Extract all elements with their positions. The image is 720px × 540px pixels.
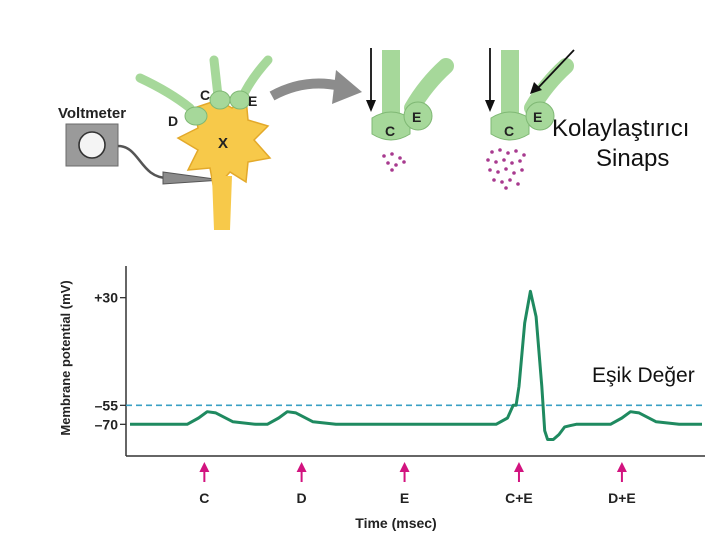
neuron-label-x: X (218, 135, 228, 152)
terminal-c-panel1-label: C (385, 123, 395, 139)
y-axis-title: Membrane potential (mV) (58, 280, 73, 435)
terminal-c-panel2 (490, 111, 530, 141)
stimulus-arrow-head (199, 462, 210, 472)
stimulus-label: C (199, 490, 209, 506)
neuron-x-axon (212, 176, 232, 230)
facilitation-title-line2: Sinaps (596, 145, 670, 172)
terminal-c-panel1 (371, 111, 411, 141)
electrode-tip (162, 171, 223, 185)
facilitation-title-line1: Kolaylaştırıcı (552, 115, 690, 142)
facilitation-callout: Kolaylaştırıcı Sinaps (552, 114, 720, 174)
transition-arrow (269, 78, 342, 101)
terminal-e-panel1-label: E (412, 109, 421, 125)
vesicles-panel1 (382, 152, 406, 172)
vesicles-panel2 (486, 148, 526, 190)
neuron-label-c: C (200, 87, 210, 103)
stimulus-arrow-head (513, 462, 524, 472)
y-tick-label: –70 (95, 416, 119, 432)
terminal-e-panel1 (403, 101, 433, 131)
terminal-c (209, 90, 231, 110)
neuron-label-d: D (168, 113, 178, 129)
stimulus-label: D (297, 490, 307, 506)
y-tick-label: +30 (94, 290, 118, 306)
y-tick-group: +30 –55 –70 (94, 290, 126, 432)
synapse-panel-2: C E (485, 48, 575, 190)
terminal-e (229, 90, 251, 110)
stimulus-arrow-panel2-e-head (530, 82, 542, 94)
stimulus-arrow-panel1-head (366, 100, 376, 112)
transition-arrow-head (332, 70, 362, 104)
membrane-potential-trace (130, 289, 702, 441)
y-tick-label: –55 (95, 397, 119, 413)
stimulus-label: C+E (505, 490, 533, 506)
terminal-e-panel2 (525, 101, 555, 131)
stimulus-label: D+E (608, 490, 636, 506)
axon-d (135, 73, 195, 113)
neuron-label-e: E (248, 93, 257, 109)
voltmeter-dial (78, 131, 106, 159)
axon-c-panel2 (501, 50, 519, 118)
terminal-c-panel2-label: C (504, 123, 514, 139)
voltmeter-label: Voltmeter (58, 105, 126, 122)
stimulus-arrow-head (399, 462, 410, 472)
terminal-d (184, 106, 208, 126)
electrode-wire (117, 144, 169, 180)
stimulus-arrow-head (296, 462, 307, 472)
axon-c (209, 55, 223, 101)
threshold-callout: Eşik Değer (590, 364, 697, 388)
stimulus-arrow-head (616, 462, 627, 472)
stimulus-arrow-panel2-c-head (485, 100, 495, 112)
synapse-panel-1: C E (366, 48, 454, 172)
terminal-e-panel2-label: E (533, 109, 542, 125)
stimulus-arrow-panel2-e (537, 49, 575, 89)
axon-c-panel1 (382, 50, 400, 118)
x-axis-title: Time (msec) (355, 515, 436, 531)
stimulus-label: E (400, 490, 409, 506)
stimulus-markers: C D E C+E D+E (199, 462, 636, 506)
